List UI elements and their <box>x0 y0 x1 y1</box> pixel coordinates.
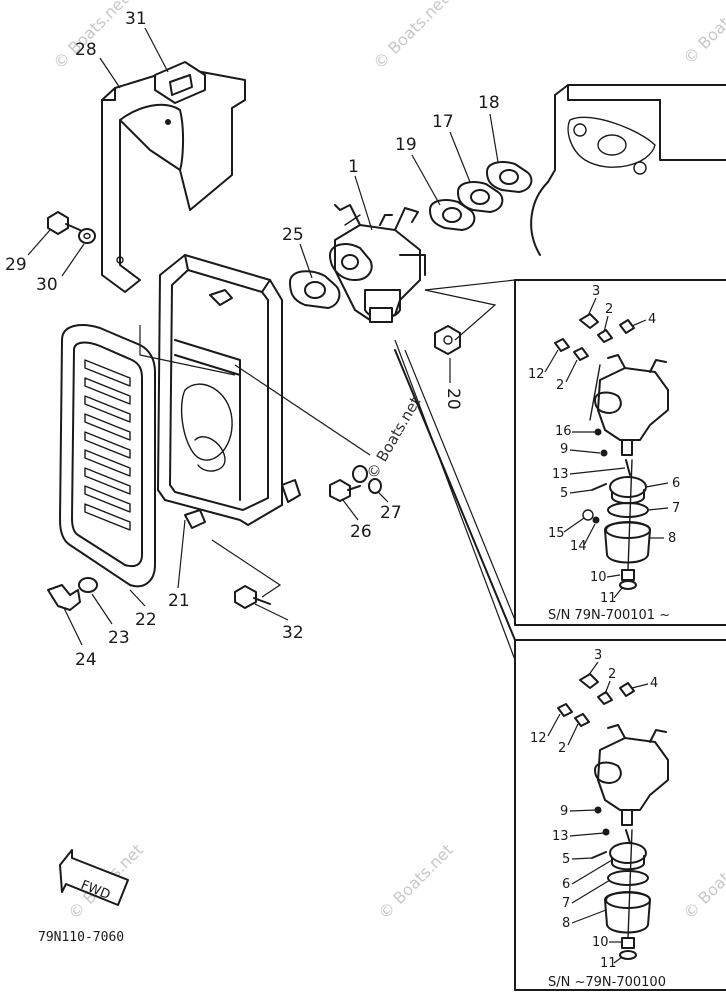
figure-code: 79N110-7060 <box>38 930 124 945</box>
watermark-3: © Boats.net <box>679 0 726 68</box>
inset-top-callout-2b: 2 <box>556 378 564 393</box>
inset-bottom-callout-11: 11 <box>600 956 617 971</box>
inset-bottom-callout-2a: 2 <box>608 667 616 682</box>
inset-bottom-callouts: 3 2 4 12 2 9 13 5 6 7 8 10 11 S/N ~79N-7… <box>530 648 666 990</box>
part-25-gasket <box>289 270 341 309</box>
part-32-bolt <box>234 585 271 609</box>
watermark-1: © Boats.net <box>49 0 131 73</box>
callout-31: 31 <box>125 9 147 29</box>
inset-top-callout-6: 6 <box>672 476 680 491</box>
callout-26: 26 <box>350 522 372 542</box>
inset-top-serial: S/N 79N-700101 ~ <box>548 608 670 623</box>
inset-top <box>514 279 726 626</box>
inset-top-callout-13: 13 <box>552 467 569 482</box>
watermark-2: © Boats.net <box>369 0 451 73</box>
inset-top-callout-5: 5 <box>560 486 568 501</box>
callout-24: 24 <box>75 650 97 670</box>
callout-29: 29 <box>5 255 27 275</box>
callout-18: 18 <box>478 93 500 113</box>
inset-top-callout-7: 7 <box>672 501 680 516</box>
inset-bottom-callout-7: 7 <box>562 896 570 911</box>
part-17-gasket <box>457 181 504 213</box>
main-callouts: 31 28 29 30 25 1 19 17 18 20 27 26 21 22… <box>5 9 500 670</box>
inset-bottom-callout-4: 4 <box>650 676 658 691</box>
inset-top-callout-9: 9 <box>560 442 568 457</box>
inset-bottom-callout-12: 12 <box>530 731 547 746</box>
part-1-carburetor <box>329 204 426 323</box>
part-29-bolt <box>47 211 81 235</box>
part-30-washer <box>78 228 96 244</box>
callout-32: 32 <box>282 623 304 643</box>
part-18-gasket <box>486 161 533 193</box>
callout-1: 1 <box>348 157 359 177</box>
inset-bottom-callout-9: 9 <box>560 804 568 819</box>
inset-bottom-callout-8: 8 <box>562 916 570 931</box>
part-19-gasket <box>429 199 476 231</box>
inset-bottom-serial: S/N ~79N-700100 <box>548 975 666 990</box>
callout-22: 22 <box>135 610 157 630</box>
part-27-washer <box>352 465 382 494</box>
part-24-wing-nut <box>47 584 81 611</box>
inset-bottom-callout-2b: 2 <box>558 741 566 756</box>
inset-bottom-callout-6: 6 <box>562 877 570 892</box>
watermark-6: © Boats.net <box>679 840 726 922</box>
watermark-center: © Boats.net <box>363 394 424 482</box>
part-20-nut <box>434 325 461 355</box>
callout-25: 25 <box>282 225 304 245</box>
inset-bottom-callout-3: 3 <box>594 648 602 663</box>
inset-top-callout-14: 14 <box>570 539 587 554</box>
callout-28: 28 <box>75 40 97 60</box>
part-21-air-cleaner-case <box>157 254 301 529</box>
cover-louvers <box>84 359 131 531</box>
inset-bottom-callout-5: 5 <box>562 852 570 867</box>
inset-bottom-carburetor <box>557 673 669 960</box>
watermark-5: © Boats.net <box>374 840 456 922</box>
part-26-screw <box>329 479 361 502</box>
inset-top-callout-3: 3 <box>592 284 600 299</box>
callout-27: 27 <box>380 503 402 523</box>
inset-top-callouts: 3 2 4 12 2 16 9 13 5 6 7 15 14 8 10 11 S… <box>528 284 680 623</box>
callout-23: 23 <box>108 628 130 648</box>
inset-top-callout-8: 8 <box>668 531 676 546</box>
leader-32 <box>211 539 282 598</box>
inset-top-callout-15: 15 <box>548 526 565 541</box>
part-28-shroud <box>101 61 246 293</box>
callout-17: 17 <box>432 112 454 132</box>
inset-top-callout-16: 16 <box>555 424 572 439</box>
part-22-air-cleaner-cover <box>59 324 156 588</box>
inset-top-callout-12: 12 <box>528 367 545 382</box>
inset-top-callout-10: 10 <box>590 570 607 585</box>
inset-top-callout-4: 4 <box>648 312 656 327</box>
callout-30: 30 <box>36 275 58 295</box>
engine-block-outline <box>530 84 726 256</box>
callout-21: 21 <box>168 591 190 611</box>
inset-top-carburetor <box>554 313 669 590</box>
inset-top-callout-11: 11 <box>600 591 617 606</box>
callout-20: 20 <box>443 388 463 410</box>
callout-19: 19 <box>395 135 417 155</box>
inset-bottom-callout-10: 10 <box>592 935 609 950</box>
part-23-washer <box>78 577 98 593</box>
assembly-leaders <box>139 279 516 661</box>
inset-top-callout-2a: 2 <box>605 302 613 317</box>
inset-bottom <box>394 349 726 991</box>
inset-bottom-callout-13: 13 <box>552 829 569 844</box>
